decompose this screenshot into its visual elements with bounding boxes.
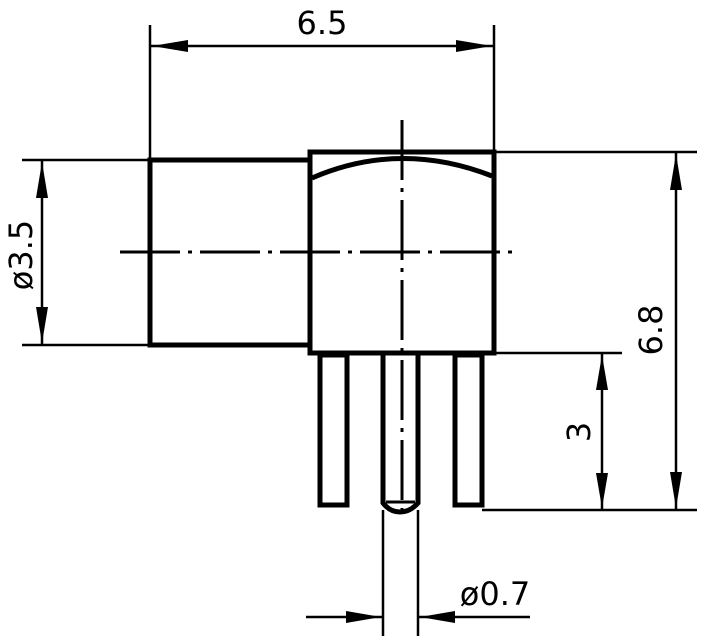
arrowheads: [36, 40, 682, 623]
dim-label-body-diameter: ø3.5: [2, 220, 40, 290]
dim-label-pin-length: 3: [560, 422, 598, 442]
pin-center: [380, 355, 421, 515]
pin-right: [452, 352, 485, 508]
dim-label-width: 6.5: [297, 4, 348, 42]
dim-label-height: 6.8: [632, 305, 670, 356]
pin-left: [317, 352, 350, 508]
dim-label-pin-diameter: ø0.7: [460, 575, 530, 613]
